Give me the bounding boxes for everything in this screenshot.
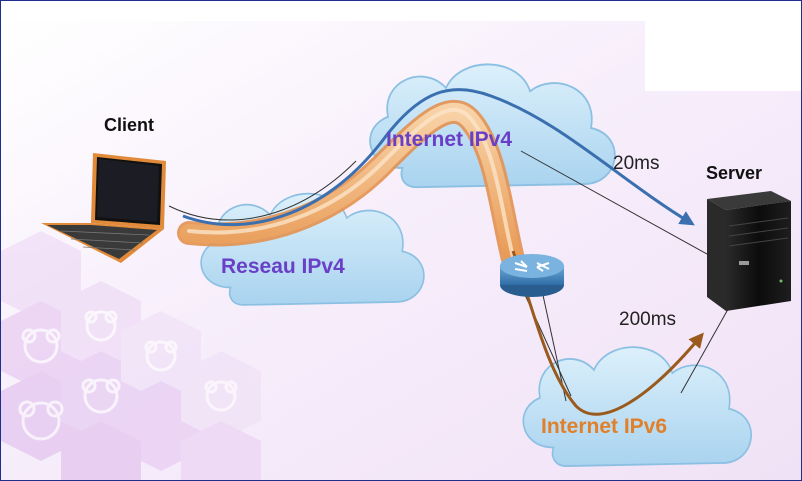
router-icon xyxy=(500,254,564,297)
latency-ipv4-label: 20ms xyxy=(613,153,659,174)
client-label: Client xyxy=(104,115,154,135)
ipv4-path-arrow xyxy=(182,88,695,227)
latency-ipv6-label: 200ms xyxy=(619,309,676,330)
internet-ipv4-label: Internet IPv4 xyxy=(386,128,512,151)
ipv6-tunnel xyxy=(177,99,525,271)
ipv6-path-arrow xyxy=(511,250,704,416)
laptop-icon xyxy=(41,153,166,263)
server-label: Server xyxy=(706,163,762,183)
internet-ipv6-label: Internet IPv6 xyxy=(541,415,667,438)
background-white-patch xyxy=(645,19,801,91)
reseau-ipv4-label: Reseau IPv4 xyxy=(221,255,345,278)
decorative-pattern xyxy=(1,231,261,480)
server-icon xyxy=(707,191,791,311)
